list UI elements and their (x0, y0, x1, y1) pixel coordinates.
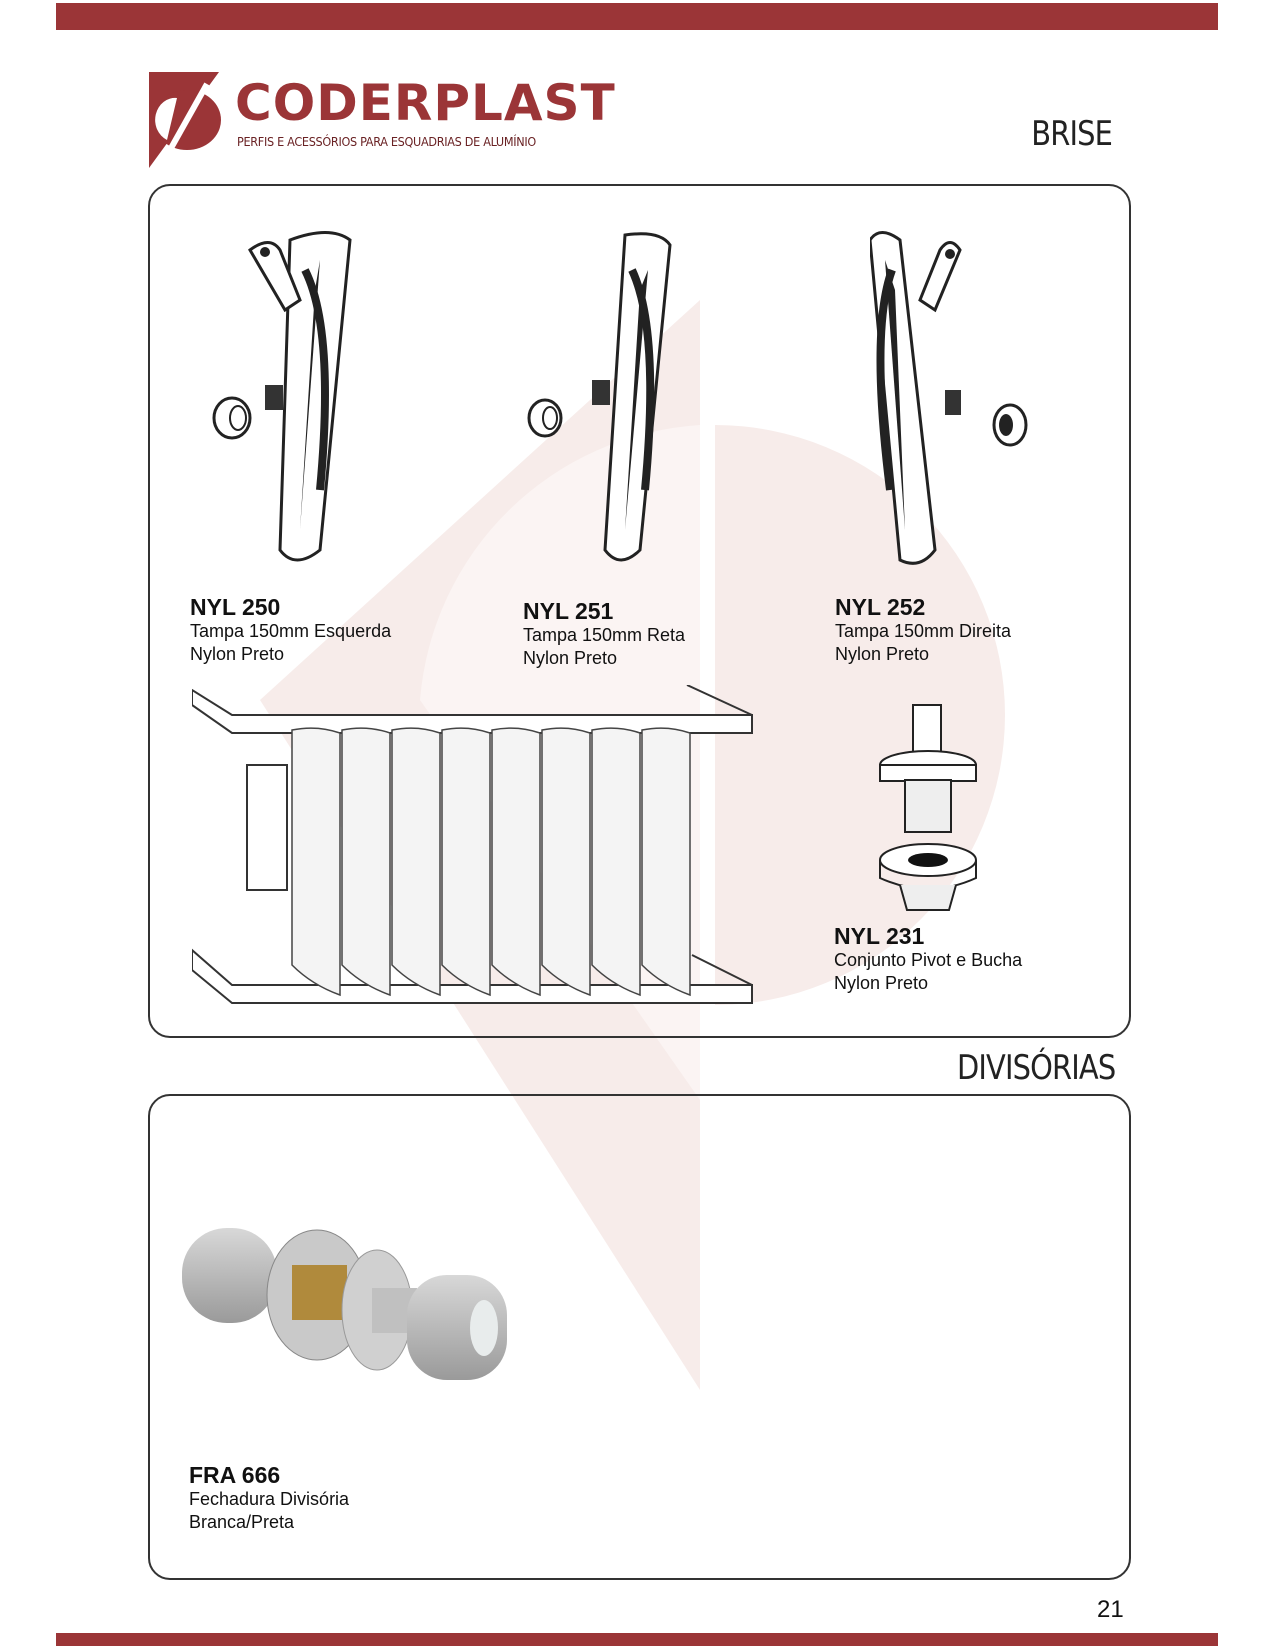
product-description: Fechadura Divisória (189, 1489, 350, 1509)
brise-slat (591, 727, 641, 997)
brise-installation-image (192, 685, 753, 1004)
product-nyl-250: NYL 250 Tampa 150mm Esquerda Nylon Preto (190, 594, 391, 666)
product-code: NYL 250 (190, 594, 281, 620)
nyl-250-image (212, 231, 352, 562)
nyl-252-image (870, 231, 1028, 565)
product-nyl-252: NYL 252 Tampa 150mm Direita Nylon Preto (835, 594, 1011, 666)
page-number: 21 (1097, 1596, 1124, 1623)
bottom-bar (56, 1633, 1218, 1646)
brise-slat (491, 727, 541, 997)
product-code: NYL 231 (834, 923, 925, 949)
product-material: Nylon Preto (835, 644, 930, 664)
section-title-divisorias: DIVISÓRIAS (956, 1048, 1116, 1088)
fra-666-image (182, 1228, 507, 1380)
product-fra-666: FRA 666 Fechadura Divisória Branca/Preta (189, 1462, 349, 1534)
brand-tagline: PERFIS E ACESSÓRIOS PARA ESQUADRIAS DE A… (237, 134, 536, 149)
coderplast-logo: CODERPLAST PERFIS E ACESSÓRIOS PARA ESQU… (147, 70, 615, 170)
product-material: Nylon Preto (190, 644, 285, 664)
product-material: Nylon Preto (834, 973, 929, 993)
section-title-brise: BRISE (1031, 114, 1113, 154)
top-bar (56, 3, 1218, 30)
product-nyl-231: NYL 231 Conjunto Pivot e Bucha Nylon Pre… (834, 923, 1022, 995)
nyl-251-image (527, 232, 672, 562)
product-description: Conjunto Pivot e Bucha (834, 950, 1023, 970)
product-material: Nylon Preto (523, 648, 618, 668)
logo-mark-icon (149, 72, 221, 168)
product-description: Tampa 150mm Reta (523, 625, 686, 645)
brise-slat (341, 727, 391, 997)
brise-products-panel (148, 184, 1131, 1038)
brise-slat (441, 727, 491, 997)
product-nyl-251: NYL 251 Tampa 150mm Reta Nylon Preto (523, 598, 685, 670)
product-material: Branca/Preta (189, 1512, 295, 1532)
brand-name: CODERPLAST (235, 74, 616, 132)
product-code: NYL 252 (835, 594, 926, 620)
product-code: FRA 666 (189, 1462, 281, 1488)
nyl-231-image (879, 704, 977, 911)
divisorias-products-panel (148, 1094, 1131, 1580)
brise-slat (391, 727, 441, 997)
product-description: Tampa 150mm Esquerda (190, 621, 392, 641)
product-description: Tampa 150mm Direita (835, 621, 1012, 641)
brise-slat (291, 727, 341, 997)
brise-slat (641, 727, 691, 997)
brise-slat (541, 727, 591, 997)
product-code: NYL 251 (523, 598, 614, 624)
